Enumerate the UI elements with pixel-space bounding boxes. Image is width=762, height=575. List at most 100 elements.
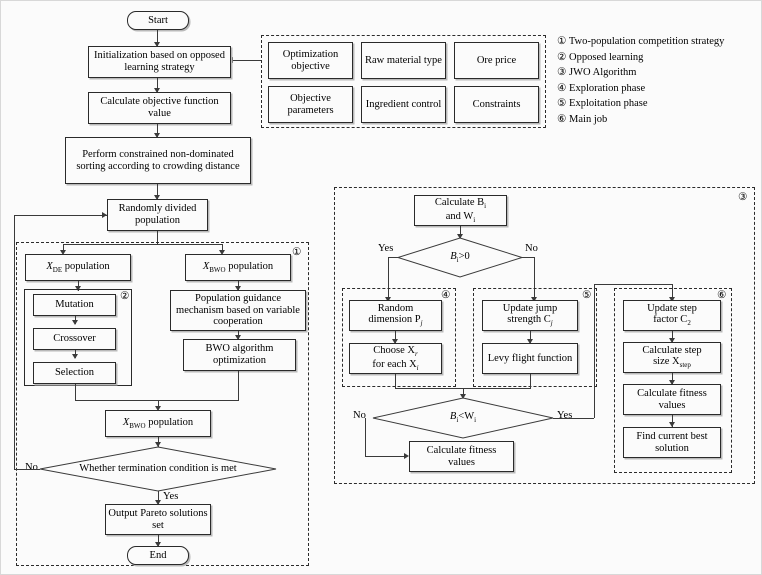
connector-biwi-no-right [365,456,406,457]
node-xbwo-population: XBWO population [185,254,291,281]
connector-no-left [14,469,40,470]
input-cell-raw-material-type: Raw material type [361,42,446,79]
connector-yes-down [158,491,159,504]
connector-biwi-yes-right [553,418,594,419]
panel-exploitation-phase [473,288,597,387]
node-nondominated-sorting: Perform constrained non-dominated sortin… [65,137,251,184]
xbwo-label: XBWO population [202,260,274,274]
connector-randomdim-to-choose [395,331,396,344]
connector-selection-down [75,384,76,400]
decision-termination-label: Whether termination condition is met [79,463,237,475]
node-levy-flight: Levy flight function [482,343,578,374]
input-cell-ingredient-control: Ingredient control [361,86,446,123]
legend-item-3: ③ JWO Algorithm [557,67,637,79]
arrowhead-merge-to-decision-bw [460,394,466,399]
connector-biwi-no-down [365,418,366,456]
legend-item-4: ④ Exploration phase [557,82,646,94]
input-cell-ore-price: Ore price [454,42,539,79]
connector-no-up [14,215,15,469]
arrowhead-crossover-to-selection [72,354,78,359]
connector-inputs-to-init [231,60,261,61]
panel-index-3: ③ [738,192,748,203]
node-find-best-solution: Find current best solution [623,427,721,458]
arrowhead-output-to-end [155,542,161,547]
arrowhead-no-to-random [102,211,107,218]
arrowhead-bi-no-to-panel5 [531,297,537,302]
legend-item-6: ⑥ Main job [557,113,608,125]
node-start: Start [127,11,189,30]
update-step-factor-label: Update step factor C2 [647,302,697,328]
arrowhead-jump-to-levy [527,339,533,344]
decision-bi-lt-wi: Bi<Wi [372,397,554,439]
connector-output-to-end [158,535,159,547]
edge-label-termination-yes: Yes [163,491,179,502]
connector-stepfactor-to-stepsize [672,331,673,343]
connector-random-to-split [157,231,158,244]
connector-stepsize-to-fitness [672,373,673,385]
connector-split-bus [63,244,222,245]
connector-panel5-down [530,374,531,388]
legend: ① Two-population competition strategy ② … [557,34,761,128]
node-crossover: Crossover [33,328,116,350]
arrowhead-biwi-no-to-fitness [404,452,409,459]
arrowhead-xbwo-to-guidance [235,286,241,291]
arrowhead-guidance-to-bwoopt [235,335,241,340]
panel-exploration-phase [342,288,456,387]
decision-bi-lt-wi-label: Bi<Wi [449,411,477,425]
connector-calcbw-to-decision [460,226,461,239]
node-randomly-divided-population: Randomly divided population [107,199,208,231]
calculate-step-size-label: Calculate step size Xstep [642,344,702,370]
connector-init-to-calcobj [157,78,158,93]
panel-main-job [614,288,732,473]
node-selection: Selection [33,362,116,384]
arrowhead-init-to-calcobj [154,88,160,93]
node-calculate-bi-wi: Calculate Bi and Wi [414,195,507,226]
node-calculate-objective: Calculate objective function value [88,92,231,124]
panel-jwo-algorithm [334,187,755,484]
edge-label-termination-no: No [25,462,38,473]
node-calculate-fitness-jwo: Calculate fitness values [409,441,514,472]
connector-merge-bus-jwo-down [463,388,464,397]
node-update-jump-strength: Update jump strength Cj [482,300,578,331]
edge-label-biwi-yes: Yes [557,410,573,421]
connector-merge-down [158,400,159,409]
arrowhead-start-to-init [154,42,160,47]
input-cell-objective-parameters: Objective parameters [268,86,353,123]
node-calculate-step-size: Calculate step size Xstep [623,342,721,373]
panel-index-4: ④ [441,290,451,301]
connector-bi-no-right [522,257,534,258]
edge-label-bi-no: No [525,243,538,254]
node-update-step-factor: Update step factor C2 [623,300,721,331]
arrowhead-fitness-to-best [669,422,675,427]
arrowhead-mutation-to-crossover [72,320,78,325]
panel-index-6: ⑥ [717,290,727,301]
connector-jump-to-levy [530,331,531,344]
connector-biwi-yes-up [594,284,595,418]
arrowhead-to-xde [60,250,66,255]
node-initialization: Initialization based on opposed learning… [88,46,231,78]
decision-bi-gt-zero: Bi>0 [396,237,524,278]
arrowhead-merge-to-xbwo2 [155,406,161,411]
panel-index-5: ⑤ [582,290,592,301]
arrowhead-to-panel6 [669,297,675,302]
random-dimension-label: Random dimension Pj [368,302,423,328]
input-cell-constraints: Constraints [454,86,539,123]
arrowhead-xde-to-panel2 [75,286,81,291]
arrowhead-stepsize-to-fitness [669,380,675,385]
connector-biwi-yes-to-panel6 [594,284,672,285]
legend-item-2: ② Opposed learning [557,51,644,63]
legend-item-1: ① Two-population competition strategy [557,36,725,47]
inputs-panel [261,35,546,128]
connector-sorting-to-random [157,184,158,200]
arrowhead-to-xbwo [219,250,225,255]
choose-xr-label: Choose Xr for each Xi [372,344,419,372]
node-choose-xr: Choose Xr for each Xi [349,343,442,374]
calculate-bi-wi-label: Calculate Bi and Wi [434,196,487,224]
connector-split-right [222,244,223,253]
panel-opposed-learning [24,289,132,386]
node-xde-population: XDE population [25,254,131,281]
connector-merge-right [158,400,239,401]
panel-index-1: ① [292,247,302,258]
xbwo-merged-label: XBWO population [122,416,194,430]
node-end: End [127,546,189,565]
